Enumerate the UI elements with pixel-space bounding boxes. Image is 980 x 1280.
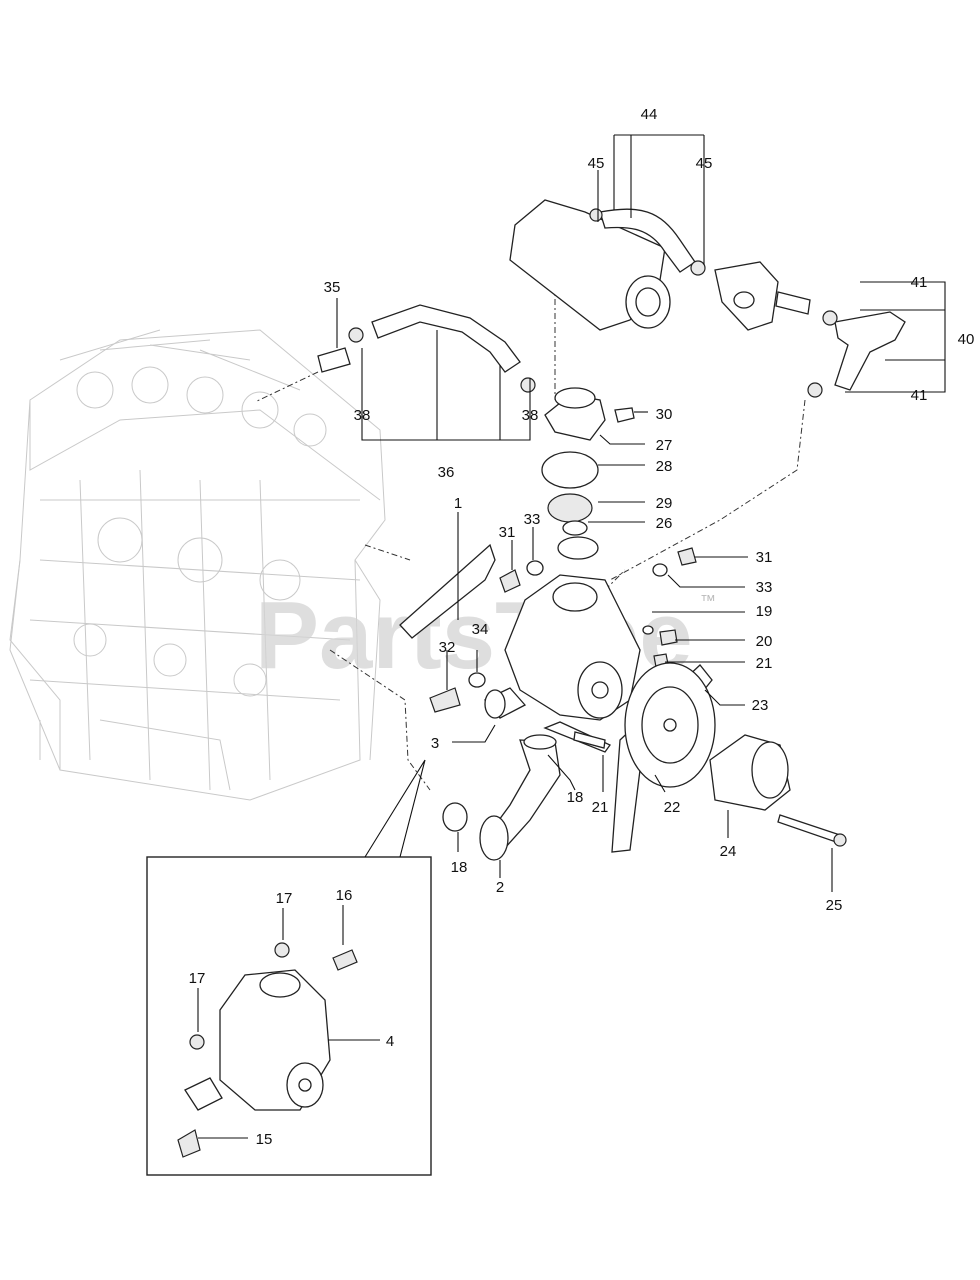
callout-1: 1 [454,495,462,512]
callout-29: 29 [656,495,673,512]
callout-24: 24 [720,843,737,860]
callout-2: 2 [496,879,504,896]
bolt-21-lower [573,731,606,749]
callout-41-bottom: 41 [911,387,928,404]
water-pump-housing-3 [483,574,641,753]
callout-21-bottom: 21 [592,799,609,816]
callout-26: 26 [656,515,673,532]
callout-19: 19 [756,603,773,620]
callout-18-left: 18 [451,859,468,876]
callout-17-left: 17 [189,970,206,987]
callout-18-right: 18 [567,789,584,806]
callout-31-left: 31 [499,524,516,541]
fan-spacer-24 [709,734,847,847]
upper-pipe-assembly [509,199,811,331]
callout-labels: 44 45 45 41 40 41 35 38 38 36 30 27 28 2… [189,106,975,1148]
left-hose-36 [317,304,536,393]
callout-35: 35 [324,279,341,296]
callout-33-right: 33 [756,579,773,596]
callout-21-right: 21 [756,655,773,672]
detail-inset [146,759,432,1176]
callout-45-right: 45 [696,155,713,172]
callout-17-top: 17 [276,890,293,907]
callout-15: 15 [256,1131,273,1148]
thermostat-group [541,387,635,560]
right-pipe-40 [807,310,906,398]
engine-block-outline [9,329,386,801]
callout-44: 44 [641,106,658,123]
callout-45-left: 45 [588,155,605,172]
callout-38-right: 38 [522,407,539,424]
callout-22: 22 [664,799,681,816]
callout-40: 40 [958,331,975,348]
callout-30: 30 [656,406,673,423]
callout-4: 4 [386,1033,394,1050]
callout-31-right: 31 [756,549,773,566]
belt-and-pulley [611,662,716,853]
gasket-1 [399,543,496,639]
callout-3: 3 [431,735,439,752]
elbow-pipe-2 [442,734,561,861]
callout-34: 34 [472,621,489,638]
leader-lines [197,134,946,1139]
callout-38-left: 38 [354,407,371,424]
callout-32: 32 [439,639,456,656]
callout-23: 23 [752,697,769,714]
watermark-trademark: ™ [700,593,716,610]
callout-28: 28 [656,458,673,475]
callout-25: 25 [826,897,843,914]
callout-16: 16 [336,887,353,904]
callout-33-left: 33 [524,511,541,528]
callout-36: 36 [438,464,455,481]
callout-27: 27 [656,437,673,454]
callout-20: 20 [756,633,773,650]
callout-41-top: 41 [911,274,928,291]
fittings-group [429,547,697,713]
